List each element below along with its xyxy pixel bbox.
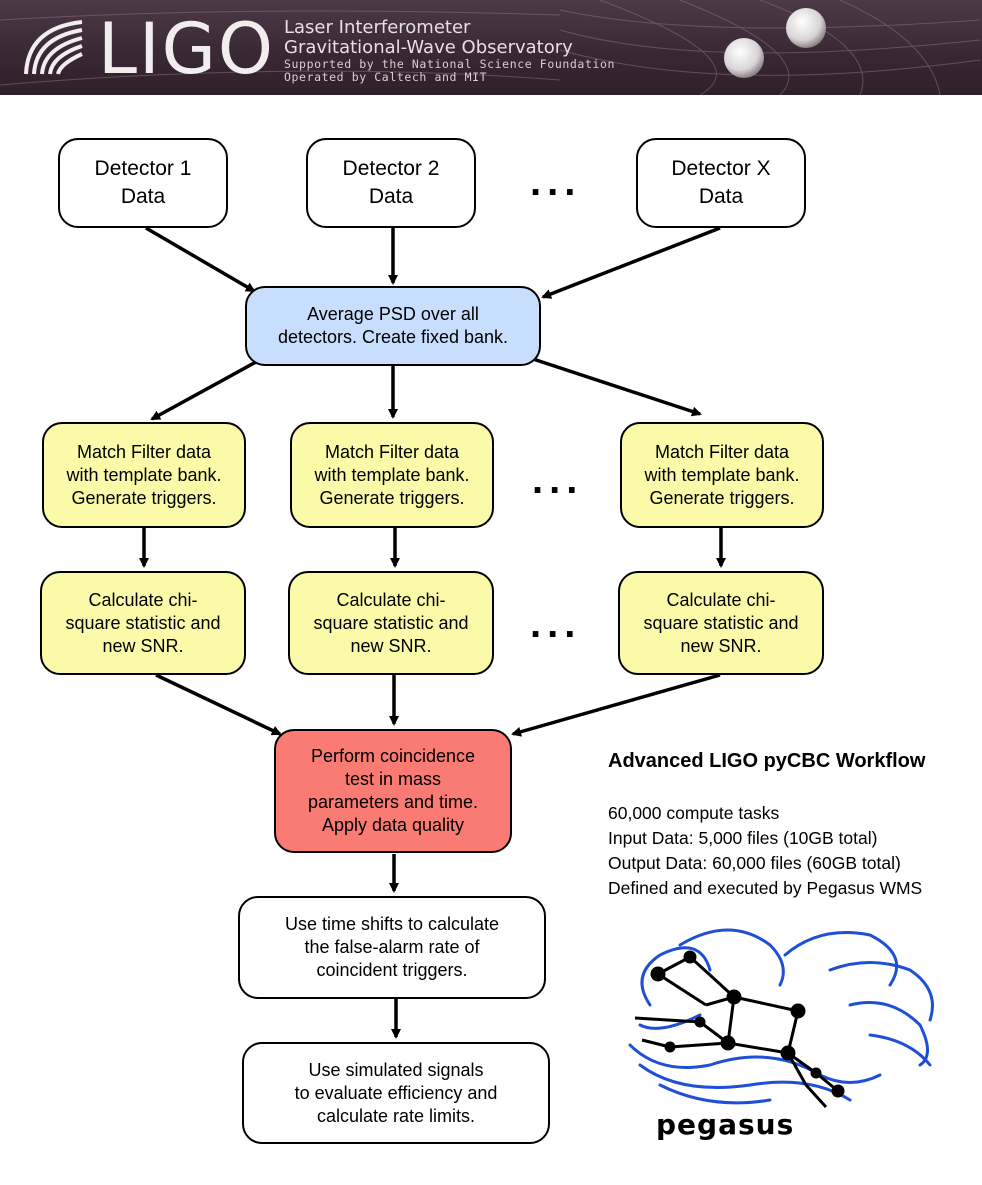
workflow-title: Advanced LIGO pyCBC Workflow [608,750,926,772]
black-hole-sphere-left [724,38,764,78]
detector-x-node: Detector X Data [636,138,806,228]
info-compute-tasks: 60,000 compute tasks [608,803,780,823]
detector-ellipsis: ... [530,160,582,204]
ligo-banner: LIGO Laser Interferometer Gravitational-… [0,0,982,95]
arrow-psd-to-mf1 [150,360,257,421]
info-input-data: Input Data: 5,000 files (10GB total) [608,828,878,848]
banner-title-line1: Laser Interferometer [284,17,471,38]
ligo-logo: LIGO [98,8,275,90]
chi-square-ellipsis: ... [530,602,582,646]
pegasus-logo-icon [628,928,934,1109]
coincidence-test-node: Perform coincidence test in mass paramet… [274,729,512,853]
black-hole-sphere-right [786,8,826,48]
info-pegasus-wms: Defined and executed by Pegasus WMS [608,878,923,898]
time-shifts-node: Use time shifts to calculate the false-a… [238,896,546,999]
ligo-logo-mark-icon [24,20,83,75]
chi-square-node-2: Calculate chi- square statistic and new … [288,571,494,675]
match-filter-node-1: Match Filter data with template bank. Ge… [42,422,246,528]
chi-square-node-1: Calculate chi- square statistic and new … [40,571,246,675]
info-output-data: Output Data: 60,000 files (60GB total) [608,853,901,873]
simulated-signals-node: Use simulated signals to evaluate effici… [242,1042,550,1144]
match-filter-node-x: Match Filter data with template bank. Ge… [620,422,824,528]
banner-support-line: Supported by the National Science Founda… [284,57,616,71]
banner-operator-line: Operated by Caltech and MIT [284,70,488,84]
spacetime-grid-graphic [0,0,981,95]
detector-2-node: Detector 2 Data [306,138,476,228]
match-filter-ellipsis: ... [532,458,584,502]
arrow-chix-to-coinc [511,673,721,737]
match-filter-node-2: Match Filter data with template bank. Ge… [290,422,494,528]
arrow-psd-to-mfx [529,356,702,417]
pegasus-wordmark: pegasus [656,1108,795,1141]
arrow-chi1-to-coinc [155,673,282,736]
banner-title-line2: Gravitational-Wave Observatory [284,37,573,58]
average-psd-node: Average PSD over all detectors. Create f… [245,286,541,366]
arrow-det1-to-psd [145,226,256,293]
arrow-detx-to-psd [541,226,721,299]
detector-1-node: Detector 1 Data [58,138,228,228]
chi-square-node-x: Calculate chi- square statistic and new … [618,571,824,675]
